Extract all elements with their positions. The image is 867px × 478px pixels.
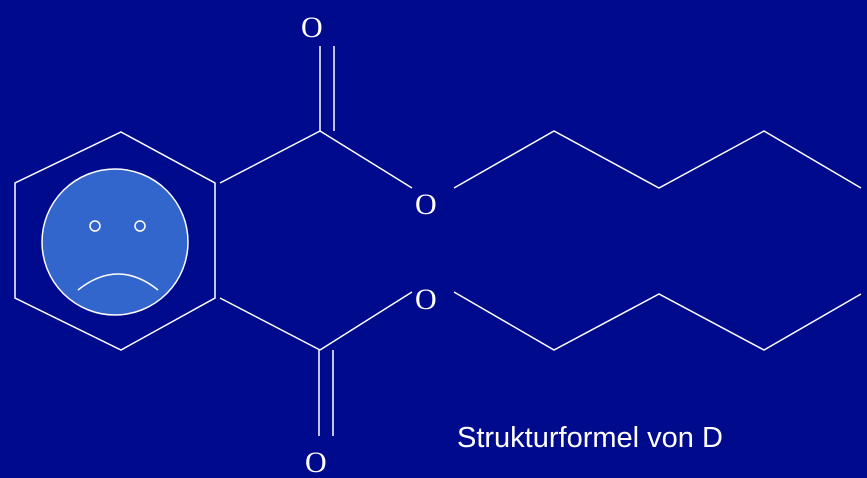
ring-to-lower-carbonyl-bond [219,297,321,351]
ring-to-upper-carbonyl-bond [219,130,321,184]
bottom-carbonyl-oxygen-label: O [305,446,327,478]
right-eye [134,220,146,232]
benzene-ring [14,131,216,351]
caption-text: Strukturformel von D [457,422,723,454]
lower-ester-oxygen-label: O [415,283,437,316]
top-carbonyl-oxygen-label: O [301,11,323,44]
face-circle [41,168,189,316]
lower-butyl-chain [453,291,862,351]
upper-ester-bond [319,130,413,189]
frown-mouth [77,273,159,291]
lower-ester-bond [319,291,413,351]
upper-ester-oxygen-label: O [415,188,437,221]
sad-face-icon [41,168,189,316]
left-eye [89,220,101,232]
upper-butyl-chain [453,130,862,189]
